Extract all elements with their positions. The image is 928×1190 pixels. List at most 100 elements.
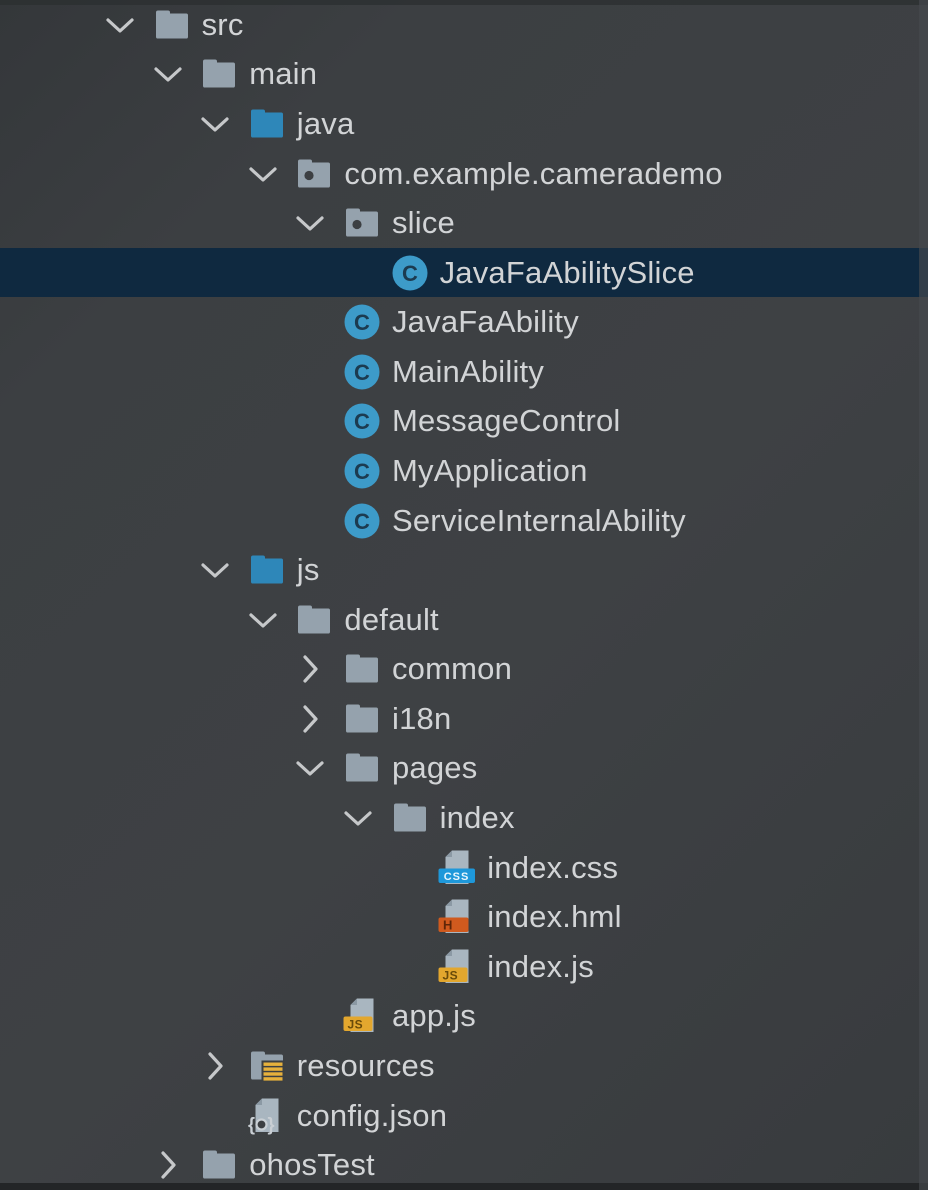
folder-icon — [343, 700, 381, 738]
tree-item-label: config.json — [296, 1097, 448, 1133]
tree-item-label: src — [201, 6, 244, 42]
svg-text:CSS: CSS — [444, 871, 470, 883]
tree-item-label: MessageControl — [391, 403, 621, 439]
tree-row-slice[interactable]: slice — [0, 198, 928, 248]
chevron-down-icon[interactable] — [343, 803, 391, 833]
chevron-down-icon[interactable] — [200, 109, 248, 139]
tree-row-main[interactable]: main — [0, 50, 928, 100]
chevron-down-icon[interactable] — [105, 10, 153, 40]
class-icon: C — [343, 303, 381, 341]
tree-item-label: js — [296, 552, 320, 588]
tree-item-label: index.hml — [487, 899, 622, 935]
tree-row-js[interactable]: js — [0, 545, 928, 595]
js-file-icon: JS — [438, 948, 476, 986]
tree-item-label: ServiceInternalAbility — [391, 502, 686, 538]
tree-row-com-example-camerademo[interactable]: com.example.camerademo — [0, 149, 928, 199]
tree-row-mainability[interactable]: C MainAbility — [0, 347, 928, 397]
tree-item-label: main — [249, 56, 318, 92]
tree-row-index[interactable]: index — [0, 793, 928, 843]
tree-row-java[interactable]: java — [0, 99, 928, 149]
tree-row-javafaability[interactable]: C JavaFaAbility — [0, 297, 928, 347]
tree-item-label: i18n — [391, 700, 452, 736]
chevron-right-icon[interactable] — [200, 1051, 248, 1081]
svg-text:JS: JS — [443, 968, 459, 982]
svg-text:C: C — [354, 360, 370, 385]
class-icon: C — [391, 254, 429, 292]
class-icon: C — [343, 452, 381, 490]
tree-row-index-js[interactable]: JS index.js — [0, 942, 928, 992]
folder-icon — [343, 650, 381, 688]
scrollbar-gutter — [919, 0, 928, 1190]
chevron-down-icon[interactable] — [200, 555, 248, 585]
chevron-down-icon[interactable] — [153, 59, 201, 89]
panel-top-edge — [0, 0, 928, 5]
tree-item-label: app.js — [391, 998, 476, 1034]
tree-row-common[interactable]: common — [0, 645, 928, 695]
json-file-icon: { } — [248, 1097, 286, 1135]
tree-item-label: resources — [296, 1047, 435, 1083]
chevron-down-icon[interactable] — [295, 753, 343, 783]
tree-item-label: common — [391, 651, 513, 687]
svg-text:C: C — [354, 310, 370, 335]
tree-row-i18n[interactable]: i18n — [0, 694, 928, 744]
tree-row-serviceinternalability[interactable]: C ServiceInternalAbility — [0, 496, 928, 546]
tree-item-label: index — [439, 800, 515, 836]
tree-row-myapplication[interactable]: C MyApplication — [0, 446, 928, 496]
folder-icon — [391, 799, 429, 837]
tree-item-label: MyApplication — [391, 452, 588, 488]
tree-row-javafaabilityslice[interactable]: C JavaFaAbilitySlice — [0, 247, 928, 298]
tree-item-label: ohosTest — [249, 1147, 375, 1183]
resources-folder-icon — [248, 1047, 286, 1085]
source-folder-icon — [248, 551, 286, 589]
tree-row-pages[interactable]: pages — [0, 744, 928, 794]
svg-text:{: { — [248, 1114, 255, 1134]
tree-row-config-json[interactable]: { } config.json — [0, 1091, 928, 1141]
tree-row-default[interactable]: default — [0, 595, 928, 645]
folder-icon — [295, 601, 333, 639]
css-file-icon: CSS — [438, 849, 476, 887]
tree-item-label: index.css — [487, 849, 619, 885]
folder-icon — [200, 55, 238, 93]
tree-row-index-css[interactable]: CSS index.css — [0, 843, 928, 893]
js-file-icon: JS — [343, 997, 381, 1035]
chevron-down-icon[interactable] — [295, 208, 343, 238]
svg-text:C: C — [354, 508, 370, 533]
svg-text:JS: JS — [347, 1018, 363, 1032]
tree-item-label: MainAbility — [391, 353, 545, 389]
tree-item-label: JavaFaAbilitySlice — [439, 254, 695, 290]
folder-icon — [200, 1146, 238, 1184]
chevron-right-icon[interactable] — [295, 704, 343, 734]
tree-row-ohostest[interactable]: ohosTest — [0, 1140, 928, 1190]
tree-item-label: default — [344, 601, 439, 637]
tree-item-label: slice — [391, 205, 455, 241]
chevron-right-icon[interactable] — [295, 654, 343, 684]
svg-text:C: C — [402, 260, 418, 285]
tree-row-app-js[interactable]: JS app.js — [0, 992, 928, 1042]
svg-text:H: H — [443, 918, 452, 933]
hml-file-icon: H — [438, 898, 476, 936]
svg-text:C: C — [354, 459, 370, 484]
tree-item-label: JavaFaAbility — [391, 304, 579, 340]
tree-row-src[interactable]: src — [0, 0, 928, 50]
chevron-right-icon[interactable] — [153, 1150, 201, 1180]
folder-icon — [343, 749, 381, 787]
chevron-down-icon[interactable] — [248, 605, 296, 635]
tree-item-label: pages — [391, 750, 478, 786]
tree-item-label: index.js — [487, 948, 594, 984]
class-icon: C — [343, 402, 381, 440]
svg-text:C: C — [354, 409, 370, 434]
package-icon — [295, 155, 333, 193]
class-icon: C — [343, 353, 381, 391]
panel-bottom-edge — [0, 1183, 928, 1190]
tree-item-label: com.example.camerademo — [344, 155, 723, 191]
svg-text:}: } — [267, 1114, 274, 1134]
folder-icon — [153, 6, 191, 44]
tree-row-messagecontrol[interactable]: C MessageControl — [0, 397, 928, 447]
tree-row-resources[interactable]: resources — [0, 1041, 928, 1091]
package-icon — [343, 204, 381, 242]
class-icon: C — [343, 502, 381, 540]
source-folder-icon — [248, 105, 286, 143]
chevron-down-icon[interactable] — [248, 159, 296, 189]
